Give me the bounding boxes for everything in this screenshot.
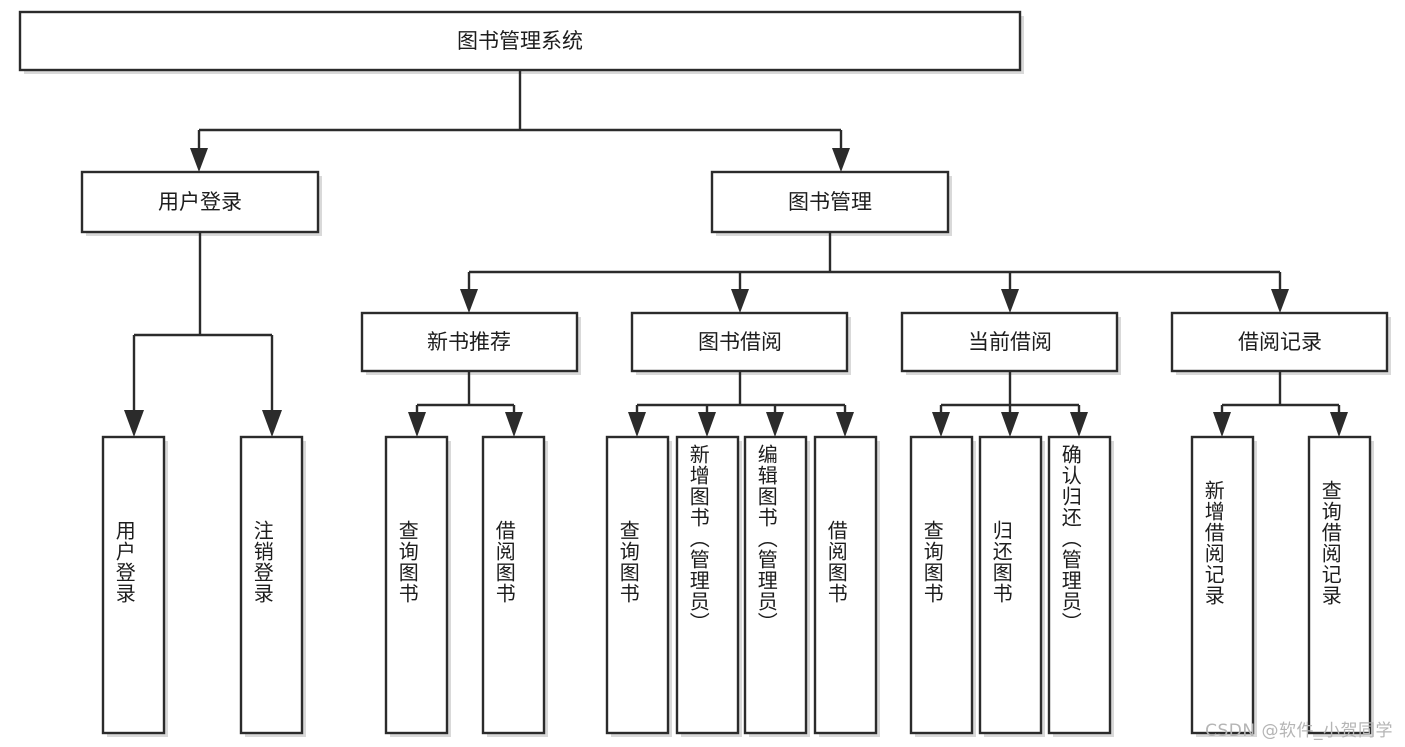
node-book-manage-label: 图书管理 — [788, 190, 872, 214]
leaf-node[interactable] — [978, 435, 1045, 737]
node-current-borrow[interactable]: 当前借阅 — [900, 311, 1121, 375]
csdn-watermark: CSDN @软件_小贺同学 — [1205, 721, 1393, 741]
node-root[interactable]: 图书管理系统 — [18, 10, 1024, 74]
leaf-node[interactable] — [1307, 435, 1374, 737]
leaf-node[interactable] — [1047, 435, 1114, 737]
leaf-node[interactable] — [909, 435, 976, 737]
leaf-node[interactable] — [675, 435, 742, 737]
leaf-node[interactable] — [743, 435, 810, 737]
leaf-node[interactable] — [481, 435, 548, 737]
node-new-book-recommend-label: 新书推荐 — [427, 330, 511, 354]
leaf-node[interactable] — [239, 435, 306, 737]
node-user-login-label: 用户登录 — [158, 190, 242, 214]
leaf-node[interactable] — [101, 435, 168, 737]
leaf-node[interactable] — [1190, 435, 1257, 737]
node-current-borrow-label: 当前借阅 — [968, 330, 1052, 354]
node-borrow-record-label: 借阅记录 — [1238, 330, 1322, 354]
node-root-label: 图书管理系统 — [457, 29, 583, 53]
connector-book-manage-to-level3 — [460, 232, 1289, 313]
connector-borrow-record-to-leaves — [1213, 371, 1348, 437]
node-borrow-record[interactable]: 借阅记录 — [1170, 311, 1391, 375]
connector-book-borrow-to-leaves — [628, 371, 854, 437]
node-new-book-recommend[interactable]: 新书推荐 — [360, 311, 581, 375]
node-book-borrow[interactable]: 图书借阅 — [630, 311, 851, 375]
node-user-login[interactable]: 用户登录 — [80, 170, 322, 236]
connector-root-to-level2 — [190, 70, 850, 172]
connector-new-book-recommend-to-leaves — [408, 371, 523, 437]
leaf-node[interactable] — [384, 435, 451, 737]
leaf-node[interactable] — [605, 435, 672, 737]
connector-user-login-to-leaves — [124, 232, 282, 437]
connector-current-borrow-to-leaves — [932, 371, 1088, 437]
leaf-node[interactable] — [813, 435, 880, 737]
node-book-manage[interactable]: 图书管理 — [710, 170, 952, 236]
node-book-borrow-label: 图书借阅 — [698, 330, 782, 354]
